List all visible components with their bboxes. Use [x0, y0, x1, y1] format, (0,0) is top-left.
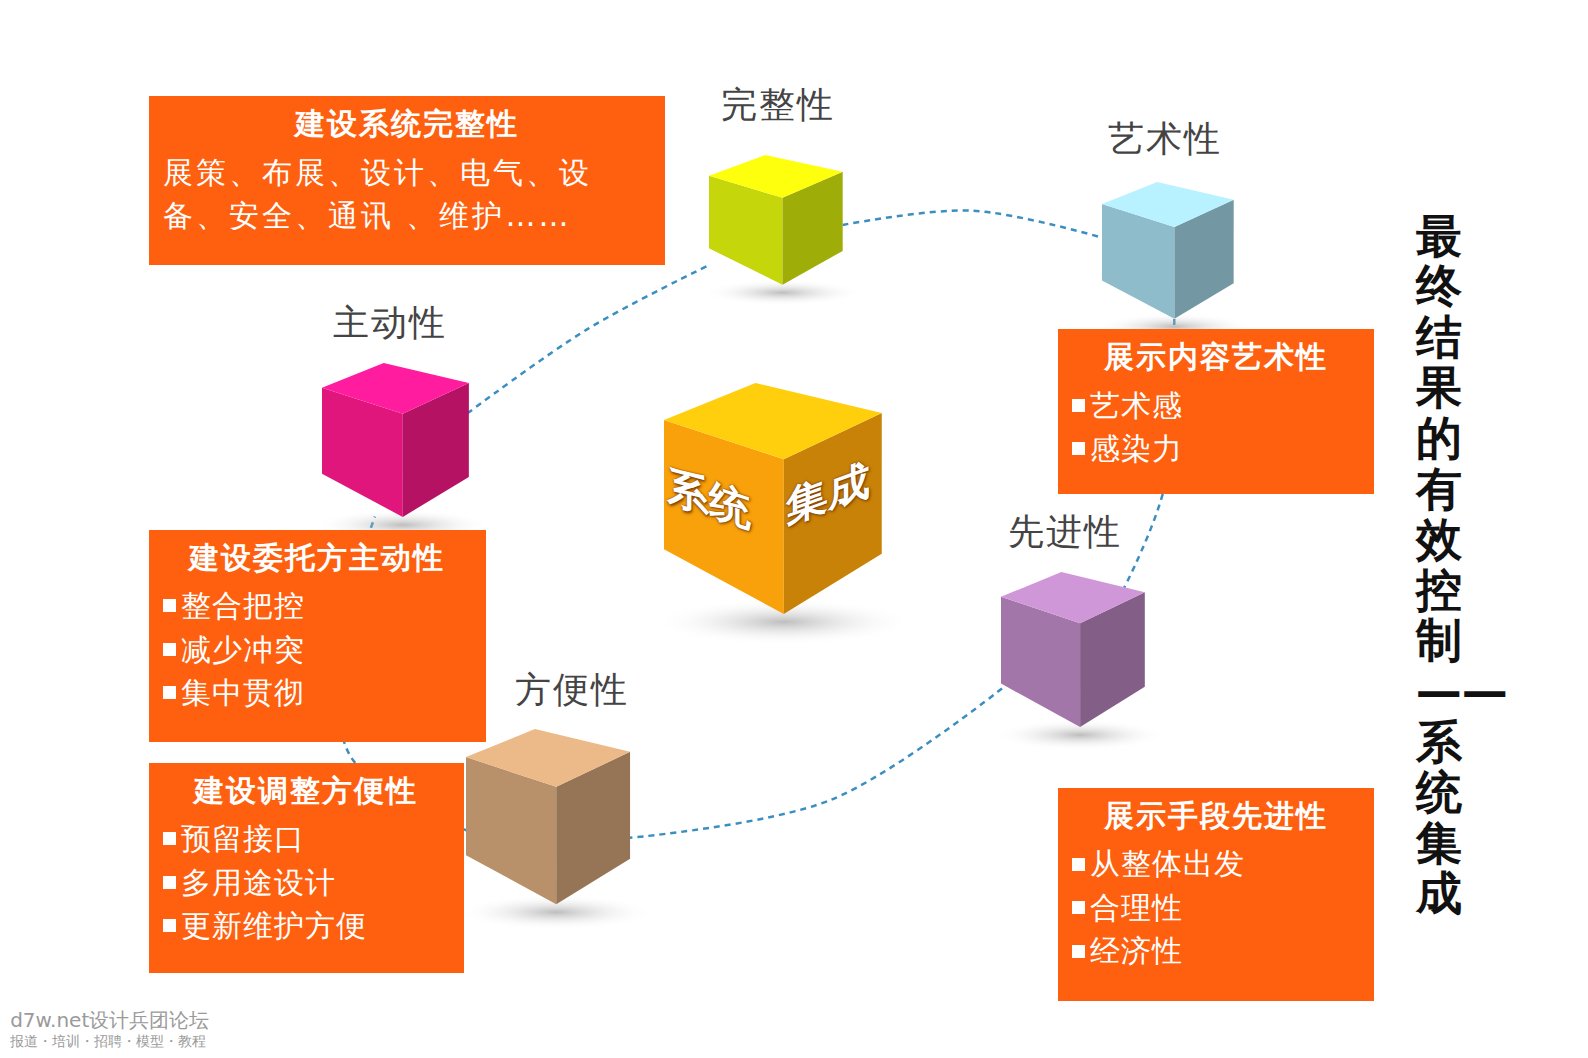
- text-box: 建设系统完整性展策、布展、设计、电气、设备、安全、通讯 、维护……: [149, 96, 666, 265]
- cube-top-face: [466, 729, 630, 787]
- bullet-text: 更新维护方便: [181, 904, 367, 948]
- bullet-text: 从整体出发: [1090, 842, 1245, 886]
- dashed-connector: [467, 265, 709, 413]
- cube-node: 完整性: [689, 81, 863, 310]
- bullet-item: 艺术感: [1072, 384, 1360, 428]
- bullet-item: 预留接口: [163, 817, 450, 861]
- bullet-square: [163, 686, 176, 699]
- bullet-item: 集中贯彻: [163, 671, 472, 715]
- cube-label: 主动性: [333, 299, 447, 348]
- box-heading: 展示内容艺术性: [1072, 337, 1360, 378]
- bullet-square: [163, 919, 176, 932]
- box-heading: 展示手段先进性: [1072, 796, 1360, 837]
- bullet-square: [163, 832, 176, 845]
- bullet-square: [163, 876, 176, 889]
- bullet-text: 经济性: [1090, 929, 1183, 973]
- vertical-title: 最终结果的有效控制——系统集成: [1416, 211, 1462, 919]
- bullet-item: 感染力: [1072, 427, 1360, 471]
- center-cube: 系统集成: [664, 383, 882, 614]
- bullet-item: 整合把控: [163, 584, 472, 628]
- bullet-square: [163, 643, 176, 656]
- box-body: 展策、布展、设计、电气、设备、安全、通讯 、维护……: [163, 151, 652, 238]
- bullet-item: 合理性: [1072, 886, 1360, 930]
- cube-top-face: [322, 363, 469, 414]
- cube-top-face: [1001, 572, 1145, 623]
- cube-top-face: [1102, 182, 1234, 227]
- bullet-square: [1072, 858, 1085, 871]
- cube-shape: [322, 363, 469, 517]
- bullet-text: 合理性: [1090, 886, 1183, 930]
- box-heading: 建设委托方主动性: [163, 538, 472, 579]
- bullet-text: 艺术感: [1090, 384, 1183, 428]
- cube-shape: [466, 729, 630, 904]
- text-box: 展示手段先进性从整体出发合理性经济性: [1058, 788, 1374, 1001]
- bullet-square: [163, 599, 176, 612]
- watermark: d7w.net设计兵团论坛: [10, 1007, 209, 1034]
- cube-node: 方便性: [446, 666, 651, 929]
- bullet-square: [1072, 901, 1085, 914]
- cube-shape: [1001, 572, 1145, 727]
- bullet-item: 减少冲突: [163, 628, 472, 672]
- bullet-text: 整合把控: [181, 584, 305, 628]
- bullet-item: 从整体出发: [1072, 842, 1360, 886]
- text-box: 建设调整方便性预留接口多用途设计更新维护方便: [149, 763, 464, 974]
- cube-node: 艺术性: [1082, 115, 1254, 344]
- cube-label: 完整性: [721, 81, 835, 130]
- cube-top-face: [664, 383, 882, 459]
- cube-shape: [1102, 182, 1234, 319]
- bullet-item: 更新维护方便: [163, 904, 450, 948]
- box-heading: 建设调整方便性: [163, 771, 450, 812]
- cube-top-face: [709, 155, 843, 198]
- bullet-item: 经济性: [1072, 929, 1360, 973]
- bullet-text: 减少冲突: [181, 628, 305, 672]
- text-box: 展示内容艺术性艺术感感染力: [1058, 329, 1374, 494]
- text-box: 建设委托方主动性整合把控减少冲突集中贯彻: [149, 530, 486, 743]
- cube-shape: [709, 155, 843, 285]
- watermark: 报道・培训・招聘・模型・教程: [10, 1033, 206, 1051]
- dashed-connector: [843, 210, 1105, 238]
- bullet-text: 集中贯彻: [181, 671, 305, 715]
- box-heading: 建设系统完整性: [163, 104, 652, 145]
- bullet-text: 感染力: [1090, 427, 1183, 471]
- bullet-square: [1072, 442, 1085, 455]
- cube-node: 主动性: [302, 299, 489, 542]
- bullet-text: 预留接口: [181, 817, 305, 861]
- cube-label: 艺术性: [1108, 115, 1222, 164]
- cube-node: 先进性: [980, 508, 1164, 752]
- bullet-text: 多用途设计: [181, 861, 336, 905]
- cube-label: 方便性: [515, 666, 629, 715]
- cube-label: 先进性: [1008, 508, 1122, 557]
- bullet-square: [1072, 399, 1085, 412]
- bullet-square: [1072, 945, 1085, 958]
- bullet-item: 多用途设计: [163, 861, 450, 905]
- dashed-connector: [630, 688, 1002, 837]
